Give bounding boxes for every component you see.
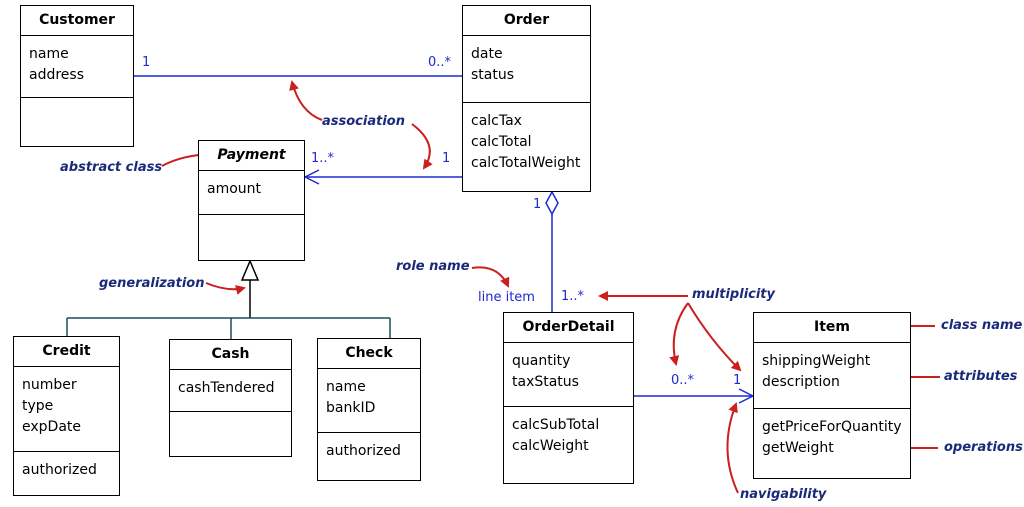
class-orderdetail: OrderDetail quantity taxStatus calcSubTo…	[503, 312, 634, 484]
operations-section	[199, 215, 304, 259]
operation: authorized	[326, 443, 401, 459]
generalization-triangle	[240, 259, 260, 281]
annotation-navigability: navigability	[740, 487, 827, 502]
multiplicity-order-payment-end: 1	[442, 151, 451, 166]
multiplicity-aggregation-order-end: 1	[533, 197, 542, 212]
operation: authorized	[22, 462, 97, 478]
operation: calcTax	[471, 113, 522, 129]
attribute: quantity	[512, 353, 571, 369]
attribute: number	[22, 377, 77, 393]
class-credit: Credit number type expDate authorized	[13, 336, 120, 496]
attributes-section: name address	[21, 36, 133, 98]
class-order: Order date status calcTax calcTotal calc…	[462, 5, 591, 192]
class-payment: Payment amount	[198, 140, 305, 261]
attribute: cashTendered	[178, 380, 275, 396]
annotation-generalization: generalization	[99, 276, 205, 291]
attribute: bankID	[326, 400, 376, 416]
generalization-arrow	[205, 282, 246, 295]
class-check: Check name bankID authorized	[317, 338, 421, 481]
class-name: OrderDetail	[504, 313, 633, 343]
attribute: taxStatus	[512, 374, 579, 390]
class-cash: Cash cashTendered	[169, 339, 292, 457]
annotation-operations: operations	[944, 440, 1023, 455]
operation: getPriceForQuantity	[762, 419, 902, 435]
attribute: name	[326, 379, 366, 395]
role-name-label: line item	[478, 290, 535, 305]
operations-section	[21, 98, 133, 145]
annotation-association: association	[322, 114, 405, 129]
class-name: Item	[754, 313, 910, 343]
operation: getWeight	[762, 440, 834, 456]
operations-section: calcSubTotal calcWeight	[504, 407, 633, 482]
multiplicity-arrow-3	[687, 302, 742, 372]
class-item: Item shippingWeight description getPrice…	[753, 312, 911, 479]
class-name: Payment	[199, 141, 304, 171]
class-name: Order	[463, 6, 590, 36]
multiplicity-detail-item-detail-end: 0..*	[671, 373, 695, 388]
annotation-attributes: attributes	[944, 369, 1018, 384]
class-name: Cash	[170, 340, 291, 370]
attributes-section: quantity taxStatus	[504, 343, 633, 407]
operations-section: getPriceForQuantity getWeight	[754, 409, 910, 477]
attributes-section: number type expDate	[14, 367, 119, 452]
operation: calcTotalWeight	[471, 155, 581, 171]
attribute: status	[471, 67, 515, 83]
attributes-section: cashTendered	[170, 370, 291, 412]
annotation-role-name: role name	[396, 259, 470, 274]
operation: calcWeight	[512, 438, 589, 454]
operation: calcTotal	[471, 134, 532, 150]
aggregation-diamond	[545, 190, 559, 216]
attribute: shippingWeight	[762, 353, 871, 369]
class-name: Check	[318, 339, 420, 369]
attributes-section: amount	[199, 171, 304, 215]
multiplicity-customer-end: 1	[142, 55, 151, 70]
operation: calcSubTotal	[512, 417, 600, 433]
operations-section: authorized	[14, 452, 119, 494]
annotation-abstract-class: abstract class	[60, 160, 163, 175]
attribute: description	[762, 374, 840, 390]
class-customer: Customer name address	[20, 5, 134, 147]
operations-section: authorized	[318, 433, 420, 480]
multiplicity-detail-item-item-end: 1	[733, 373, 742, 388]
attribute: expDate	[22, 419, 82, 435]
operations-section: calcTax calcTotal calcTotalWeight	[463, 103, 590, 190]
navigability-arrow	[726, 402, 739, 494]
class-name: Customer	[21, 6, 133, 36]
attribute: type	[22, 398, 54, 414]
association-arrow-2	[411, 123, 433, 170]
multiplicity-aggregation-detail-end: 1..*	[561, 289, 585, 304]
attribute: date	[471, 46, 503, 62]
order-payment-open-arrowhead	[303, 169, 320, 185]
association-arrow-1	[289, 80, 323, 121]
annotation-class-name: class name	[941, 318, 1023, 333]
operations-section	[170, 412, 291, 456]
attribute: amount	[207, 181, 262, 197]
attribute: name	[29, 46, 69, 62]
attributes-section: date status	[463, 36, 590, 103]
annotation-multiplicity: multiplicity	[692, 287, 775, 302]
multiplicity-arrow-2	[669, 302, 689, 366]
attributes-section: name bankID	[318, 369, 420, 433]
multiplicity-order-end: 0..*	[428, 55, 452, 70]
class-name: Credit	[14, 337, 119, 367]
attributes-section: shippingWeight description	[754, 343, 910, 409]
role-name-arrow	[471, 266, 510, 288]
attribute: address	[29, 67, 85, 83]
multiplicity-payment-end: 1..*	[311, 151, 335, 166]
